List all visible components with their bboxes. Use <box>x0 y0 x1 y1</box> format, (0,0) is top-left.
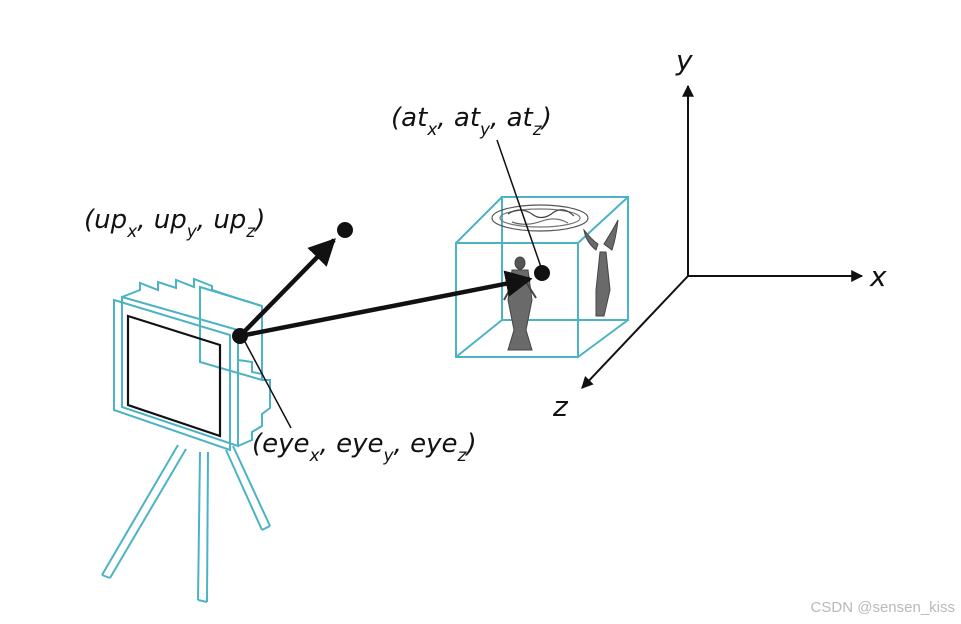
up-vector <box>238 238 336 338</box>
tripod <box>101 444 271 603</box>
cube-top-image <box>491 204 589 232</box>
eye-label: (eyex, eyey, eyez) <box>252 429 477 466</box>
x-axis-label: x <box>869 260 887 293</box>
view-direction-vector <box>239 270 533 339</box>
world-axes <box>581 84 864 389</box>
camera-film-plane <box>126 314 222 438</box>
y-axis-label: y <box>675 44 693 77</box>
z-axis <box>581 275 689 389</box>
up-point <box>337 222 353 238</box>
watermark: CSDN @sensen_kiss <box>810 599 955 616</box>
up-label: (upx, upy, upz) <box>84 205 265 242</box>
camera-body <box>113 277 271 452</box>
z-axis-label: z <box>552 390 569 423</box>
eye-leader-line <box>243 339 292 429</box>
at-label: (atx, aty, atz) <box>391 103 552 140</box>
at-leader-line <box>496 139 543 271</box>
at-point <box>534 265 550 281</box>
eye-point <box>232 328 248 344</box>
cube-front-image <box>503 256 537 351</box>
cube <box>455 196 629 358</box>
cube-side-image <box>583 219 619 317</box>
